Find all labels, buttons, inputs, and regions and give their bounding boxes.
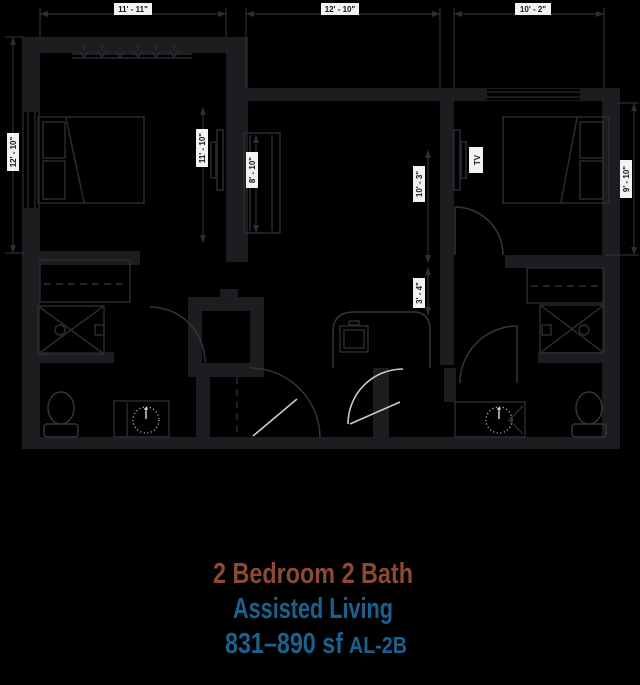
dimension-labels: 11' - 11" 12' - 10" 10' - 2" 12' - 10" 9…: [7, 3, 632, 308]
dim-closet: 8' - 10": [246, 152, 258, 188]
caption-line1: 2 Bedroom 2 Bath: [213, 558, 413, 590]
bath-door-right: [459, 325, 518, 384]
dim-left-depth-label: 12' - 10": [9, 136, 18, 167]
walls: [22, 37, 620, 449]
dim-top-right-bedroom: 10' - 2": [515, 3, 551, 15]
tv-label: TV: [473, 154, 482, 165]
shower-icon-right: [539, 304, 605, 354]
right-bathroom: [454, 267, 607, 438]
left-closet: [39, 259, 131, 303]
right-bedroom: TV: [453, 116, 610, 256]
dim-left-interior-label: 11' - 10": [198, 133, 207, 163]
caption-line3-code: AL-2B: [349, 632, 407, 658]
caption-block: 2 Bedroom 2 Bath Assisted Living 831–890…: [213, 558, 413, 660]
left-bedroom: [37, 45, 224, 204]
counter-outline: [332, 311, 431, 368]
bed-icon-left: [37, 116, 145, 204]
bedroom-door-right: [454, 206, 504, 256]
left-bathroom: [37, 259, 206, 438]
dim-left-depth: 12' - 10": [7, 133, 19, 171]
dim-left-interior: 11' - 10": [196, 129, 208, 167]
toilet-icon-right: [571, 391, 607, 438]
bath-door-left: [149, 306, 206, 363]
dim-living-interior-label: 10' - 3": [415, 171, 424, 197]
caption-line3-area: 831–890 sf: [225, 628, 343, 660]
windows: [24, 89, 580, 208]
shower-icon-left: [37, 305, 105, 355]
dim-top-left-bedroom: 11' - 11": [114, 3, 152, 15]
tv-unit-right: [453, 129, 467, 191]
tv-unit-left: [210, 129, 224, 191]
hanger-icons: [78, 45, 180, 59]
dim-top-living: 12' - 10": [321, 3, 359, 15]
toilet-icon-left: [43, 391, 79, 438]
dim-top-left-bedroom-label: 11' - 11": [118, 5, 148, 14]
dim-hall: 3' - 4": [413, 278, 425, 308]
vanity-right: [454, 401, 526, 438]
bed-icon-right: [502, 116, 610, 204]
dim-top-living-label: 12' - 10": [325, 5, 356, 14]
dim-right-depth: 9' - 10": [620, 160, 632, 198]
right-bedroom-window: [487, 89, 580, 100]
entry-door-right: [347, 368, 404, 425]
caption-line2: Assisted Living: [233, 593, 393, 625]
entry-door-left: [249, 367, 321, 439]
right-closet: [526, 267, 605, 304]
kitchenette: [332, 311, 431, 368]
dim-top-right-bedroom-label: 10' - 2": [520, 5, 546, 14]
dim-closet-label: 8' - 10": [248, 157, 257, 183]
sink-icon-right: [485, 406, 513, 434]
dim-hall-label: 3' - 4": [415, 282, 424, 304]
dim-right-depth-label: 9' - 10": [622, 166, 631, 192]
left-wall-window: [24, 112, 38, 208]
dim-living-interior: 10' - 3": [413, 166, 425, 202]
closet-rod-icon: [72, 45, 192, 59]
living-area: [236, 132, 431, 439]
kitchen-sink-icon: [339, 320, 369, 353]
vanity-left: [113, 400, 170, 438]
tv-label-chip: TV: [469, 147, 483, 173]
sink-icon-left: [132, 406, 160, 434]
